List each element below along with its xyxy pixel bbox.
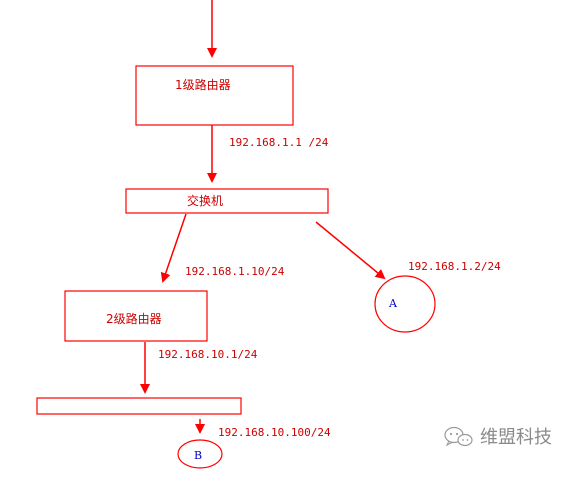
router2-label: 2级路由器 — [106, 311, 162, 326]
wechat-icon — [444, 426, 473, 447]
switch2-ip-label: 192.168.10.1/24 — [158, 348, 258, 361]
node-b-ip-label: 192.168.10.100/24 — [218, 426, 331, 439]
node-a-circle — [374, 275, 436, 333]
switch-to-node-a-arrow — [315, 221, 386, 280]
router1-ip-label: 192.168.1.1 /24 — [229, 136, 329, 149]
watermark: 维盟科技 — [444, 426, 552, 448]
switch-label: 交换机 — [187, 193, 223, 208]
switch2-box — [36, 397, 242, 415]
node-b-circle — [177, 439, 223, 469]
router2-ip-label: 192.168.1.10/24 — [185, 265, 285, 278]
watermark-text: 维盟科技 — [480, 427, 552, 448]
switch-to-router2-arrow — [160, 213, 187, 283]
node-b-label: B — [194, 449, 202, 462]
node-a-ip-label: 192.168.1.2/24 — [408, 260, 501, 273]
router1-label: 1级路由器 — [175, 77, 231, 92]
router1-box — [135, 65, 294, 126]
switch-box — [125, 188, 329, 214]
node-a-label: A — [388, 297, 398, 310]
router2-box — [64, 290, 208, 342]
